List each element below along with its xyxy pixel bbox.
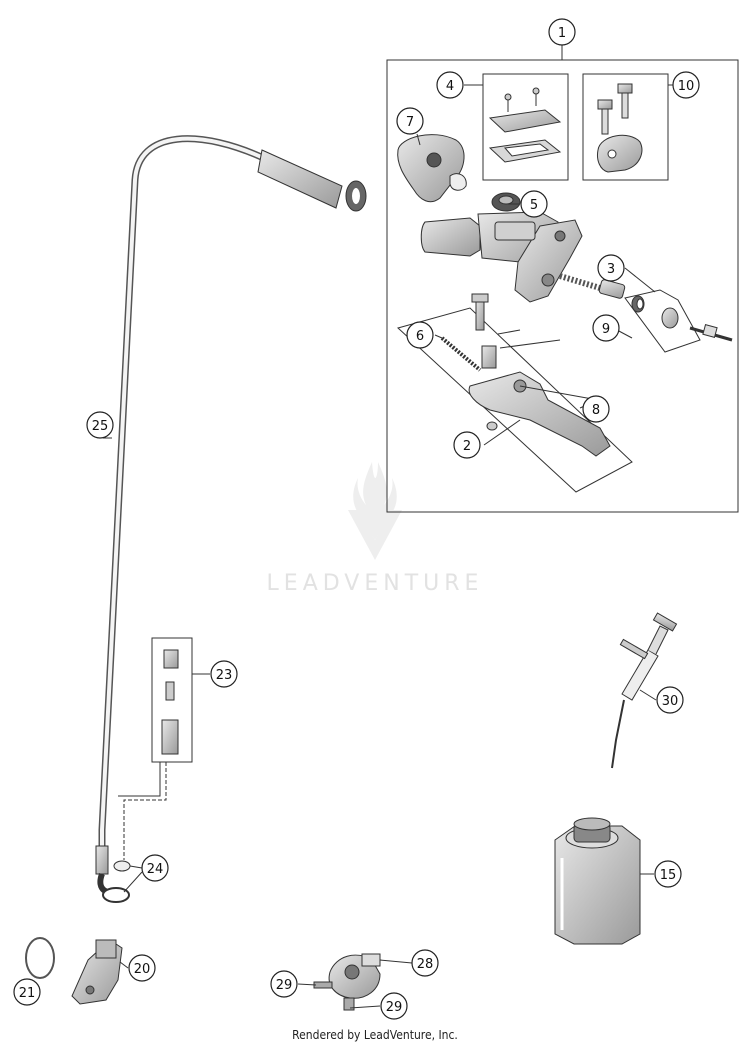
master-cylinder-assembly-group (386, 45, 739, 513)
svg-text:29: 29 (276, 978, 293, 993)
callout-25: 25 (86, 411, 114, 439)
callout-23: 23 (210, 660, 238, 688)
svg-text:23: 23 (216, 668, 233, 683)
callout-2: 2 (453, 431, 481, 459)
svg-text:3: 3 (607, 262, 615, 277)
push-rod (661, 307, 733, 342)
callout-24: 24 (141, 854, 169, 882)
lever-kit-leaders (497, 329, 599, 401)
watermark-text: LEADVENTURE (267, 571, 484, 596)
svg-text:4: 4 (446, 79, 454, 94)
callout-6: 6 (406, 321, 434, 349)
callout-29-right: 29 (380, 992, 408, 1020)
callout-1: 1 (548, 18, 576, 46)
svg-text:24: 24 (147, 862, 164, 877)
brake-fluid-can (554, 817, 641, 945)
callout-21: 21 (13, 978, 41, 1006)
footer-credit: Rendered by LeadVenture, Inc. (292, 1028, 458, 1042)
o-ring (25, 937, 55, 979)
lever-kit (397, 293, 633, 493)
banjo-bolt-kit (118, 637, 210, 860)
svg-text:2: 2 (463, 439, 471, 454)
handlebar-clamp-kit (597, 83, 643, 173)
svg-text:5: 5 (530, 198, 538, 213)
brake-hose (95, 135, 367, 896)
reservoir-cover-kit (488, 87, 562, 163)
svg-text:6: 6 (416, 329, 424, 344)
callout-29-left: 29 (270, 970, 298, 998)
callout-20: 20 (128, 954, 156, 982)
svg-text:9: 9 (602, 322, 610, 337)
svg-text:1: 1 (558, 26, 566, 41)
svg-text:28: 28 (417, 957, 434, 972)
svg-text:25: 25 (92, 419, 109, 434)
svg-text:10: 10 (678, 79, 695, 94)
svg-text:8: 8 (592, 403, 600, 418)
lever-boot (397, 134, 467, 203)
bleeder-assembly (297, 953, 413, 1011)
svg-text:30: 30 (662, 694, 679, 709)
sealing-washers (102, 860, 143, 903)
callout-3: 3 (597, 254, 625, 282)
callout-28: 28 (411, 949, 439, 977)
piston-spring (559, 273, 645, 313)
svg-text:20: 20 (134, 962, 151, 977)
callout-15: 15 (654, 860, 682, 888)
callout-4: 4 (436, 71, 464, 99)
master-cylinder-body (420, 211, 583, 303)
callout-9: 9 (592, 314, 620, 342)
svg-text:7: 7 (406, 115, 414, 130)
slave-cylinder (71, 939, 123, 1005)
callout-7: 7 (396, 107, 424, 135)
callout-30: 30 (656, 686, 684, 714)
grease-syringe (611, 612, 678, 769)
callout-10: 10 (672, 71, 700, 99)
callout-8: 8 (582, 395, 610, 423)
svg-text:21: 21 (19, 986, 36, 1001)
callout-5: 5 (520, 190, 548, 218)
svg-text:15: 15 (660, 868, 677, 883)
watermark-logo (348, 462, 402, 560)
svg-text:29: 29 (386, 1000, 403, 1015)
reservoir-seal (491, 192, 521, 212)
